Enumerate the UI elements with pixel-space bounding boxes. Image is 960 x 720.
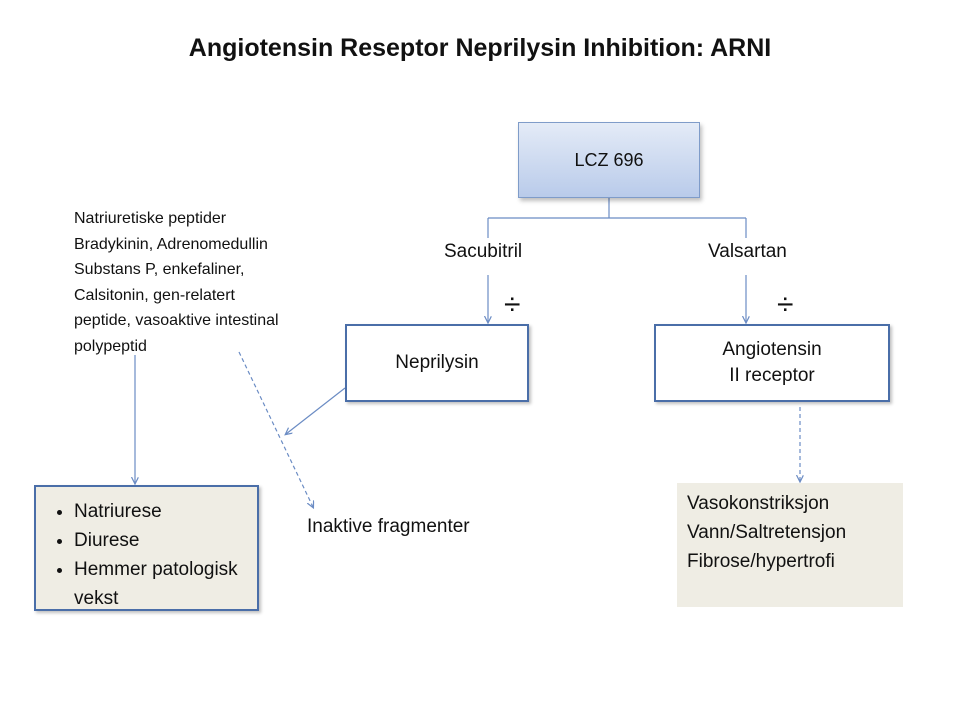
peptides-list: Natriuretiske peptider Bradykinin, Adren… — [74, 206, 344, 359]
peptide-line: Natriuretiske peptider — [74, 210, 227, 227]
angiotensin-receptor-box: Angiotensin II receptor — [654, 324, 890, 402]
effect-item: Diurese — [74, 526, 257, 555]
effect-item: Hemmer patologisk vekst — [74, 555, 257, 613]
receptor-label-line2: II receptor — [729, 365, 815, 386]
peptides-to-fragments-dashed-arrow — [238, 351, 313, 507]
inhibit-sign-sacubitril: ÷ — [504, 288, 521, 321]
effect-item: Vasokonstriksjon — [687, 493, 830, 514]
sacubitril-label: Sacubitril — [444, 241, 523, 262]
inhibit-sign-valsartan: ÷ — [777, 288, 794, 321]
peptide-line: Calsitonin, gen-relatert — [74, 286, 235, 304]
inactive-fragments-label: Inaktive fragmenter — [307, 516, 470, 537]
neprilysin-to-fragments-arrow — [286, 387, 346, 434]
effect-item: Natriurese — [74, 497, 257, 526]
tree-connector — [487, 197, 747, 238]
effect-item: Fibrose/hypertrofi — [687, 551, 835, 572]
neprilysin-box: Neprilysin — [345, 324, 529, 402]
receptor-label-line1: Angiotensin — [722, 339, 822, 361]
peptide-line: polypeptid — [74, 337, 147, 355]
valsartan-label: Valsartan — [708, 241, 787, 262]
lcz696-label: LCZ 696 — [574, 149, 644, 170]
peptide-line: Bradykinin, Adrenomedullin — [74, 235, 268, 253]
effect-item: Vann/Saltretensjon — [687, 522, 847, 543]
peptide-line: Substans P, enkefaliner, — [74, 261, 245, 278]
natriuretic-effects-box: Natriurese Diurese Hemmer patologisk vek… — [34, 485, 259, 611]
peptide-line: peptide, vasoaktive intestinal — [74, 312, 279, 329]
neprilysin-label: Neprilysin — [395, 352, 479, 374]
angiotensin-effects-box: Vasokonstriksjon Vann/Saltretensjon Fibr… — [677, 483, 903, 607]
page-title: Angiotensin Reseptor Neprilysin Inhibiti… — [188, 34, 772, 62]
lcz696-node: LCZ 696 — [518, 122, 700, 198]
